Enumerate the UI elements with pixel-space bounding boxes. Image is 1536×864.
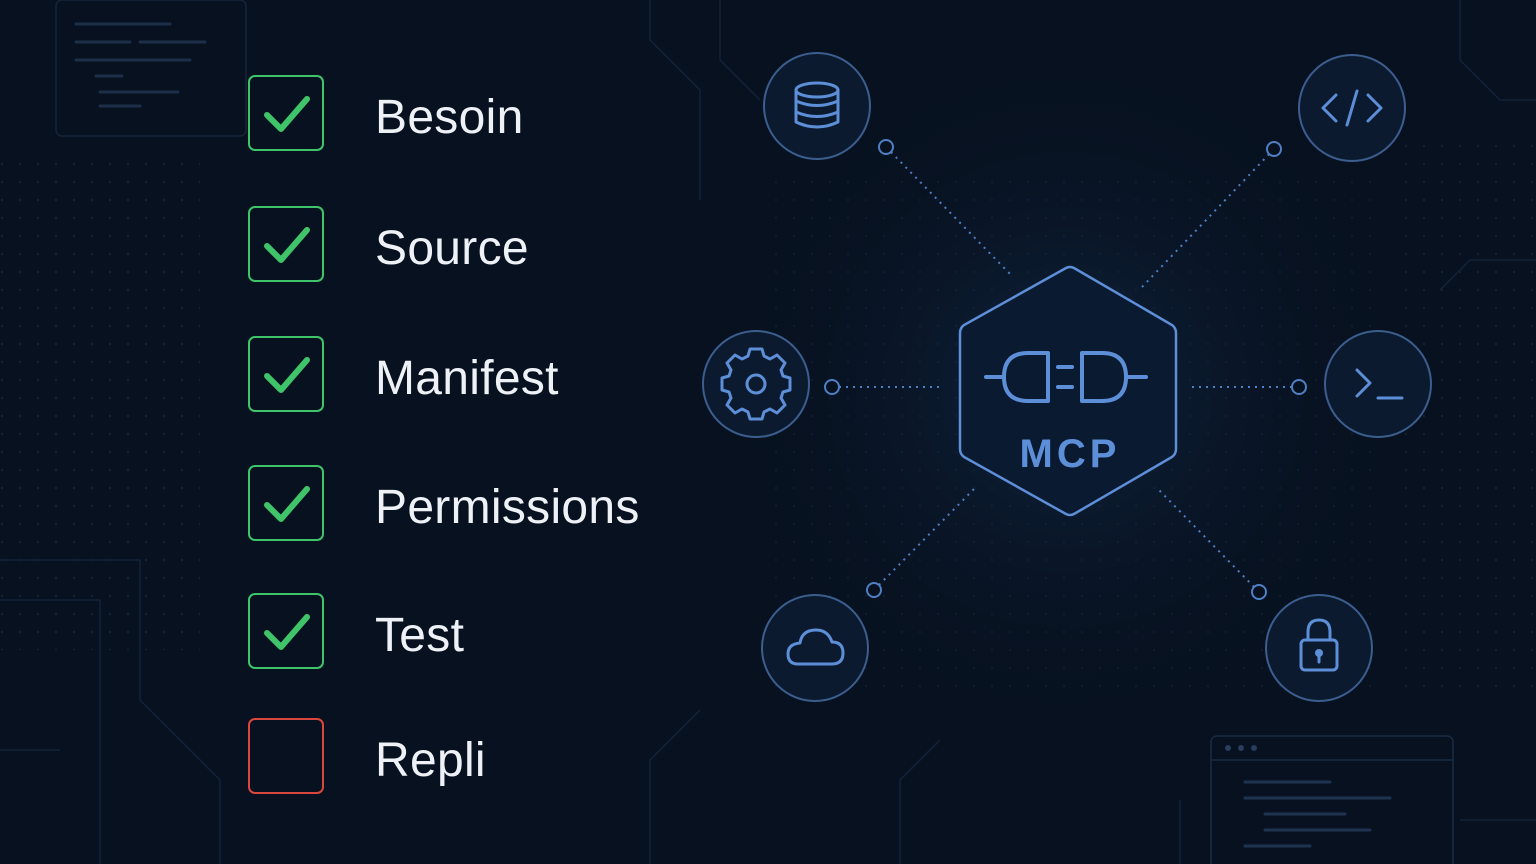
checklist-item-besoin: Besoin bbox=[248, 75, 688, 155]
checkmark-icon bbox=[264, 357, 310, 393]
connector-lines bbox=[832, 146, 1299, 593]
checkmark-icon bbox=[264, 486, 310, 522]
connector-endpoints bbox=[824, 139, 1307, 600]
checklist-label: Test bbox=[375, 609, 465, 662]
lock-keyhole bbox=[1315, 649, 1323, 664]
checklist-label: Permissions bbox=[375, 481, 640, 534]
gear-node[interactable] bbox=[702, 330, 810, 438]
gear-icon bbox=[720, 347, 792, 421]
checkbox-manifest[interactable] bbox=[248, 336, 324, 412]
checklist-label: Repli bbox=[375, 734, 486, 787]
checkmark-icon bbox=[264, 227, 310, 263]
code-window-decoration-bottom-right bbox=[1210, 735, 1454, 864]
mcp-hub[interactable] bbox=[958, 265, 1178, 517]
checkbox-besoin[interactable] bbox=[248, 75, 324, 151]
checkmark-icon bbox=[264, 614, 310, 650]
cloud-icon bbox=[786, 628, 845, 666]
checklist-label: Besoin bbox=[375, 91, 524, 144]
checklist-label: Source bbox=[375, 222, 529, 275]
checklist-item-test: Test bbox=[248, 593, 688, 673]
code-icon bbox=[1321, 89, 1383, 127]
checkbox-permissions[interactable] bbox=[248, 465, 324, 541]
checklist: Besoin Source Manifest Permissions Test … bbox=[0, 0, 700, 864]
code-window-decoration-top-left bbox=[55, 0, 247, 137]
checklist-item-repli: Repli bbox=[248, 718, 688, 798]
checkmark-icon bbox=[264, 96, 310, 132]
lock-node[interactable] bbox=[1265, 594, 1373, 702]
mcp-label: MCP bbox=[1019, 432, 1121, 476]
terminal-icon bbox=[1355, 368, 1404, 400]
checklist-item-manifest: Manifest bbox=[248, 336, 688, 416]
checklist-label: Manifest bbox=[375, 352, 559, 405]
checkbox-source[interactable] bbox=[248, 206, 324, 282]
checkbox-repli[interactable] bbox=[248, 718, 324, 794]
checklist-item-permissions: Permissions bbox=[248, 465, 688, 545]
lock-icon bbox=[1299, 618, 1339, 672]
plug-connector-icon bbox=[984, 351, 1148, 403]
checklist-item-source: Source bbox=[248, 206, 688, 286]
cloud-node[interactable] bbox=[761, 594, 869, 702]
terminal-node[interactable] bbox=[1324, 330, 1432, 438]
database-icon bbox=[794, 81, 840, 129]
checkbox-test[interactable] bbox=[248, 593, 324, 669]
